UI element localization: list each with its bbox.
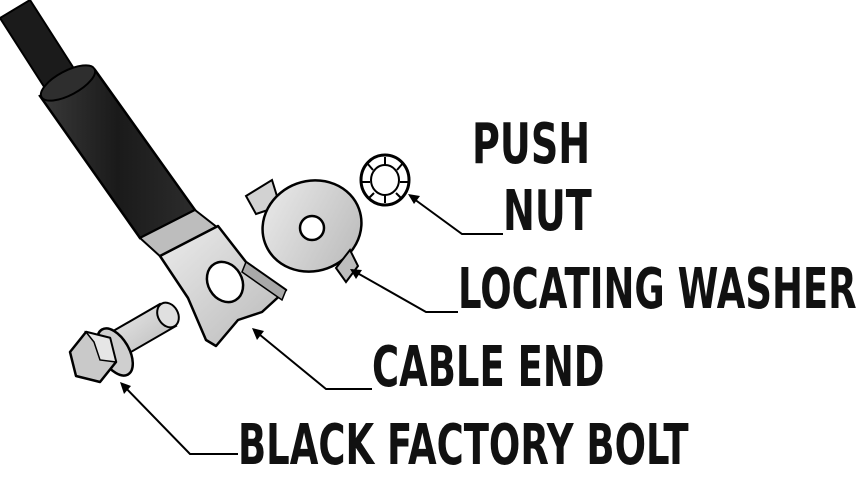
washer-hole	[298, 214, 326, 242]
push-nut-label-line1: PUSH	[472, 112, 591, 177]
push-nut-inner	[370, 164, 400, 196]
leader-arrowheads	[120, 194, 420, 394]
arrowhead-push-nut	[408, 194, 420, 204]
leader-lines	[121, 195, 503, 455]
leader-push-nut	[409, 195, 503, 235]
leader-cable-end	[253, 329, 372, 390]
cable-end-part	[0, 0, 288, 348]
black-factory-bolt-label: BLACK FACTORY BOLT	[238, 413, 689, 478]
push-nut-label-line2: NUT	[503, 179, 592, 244]
cable-sheath-top	[39, 64, 97, 102]
cable-end-hole	[205, 260, 245, 304]
cable-end-label: CABLE END	[372, 335, 605, 400]
cable-end-tab-edge	[241, 260, 287, 302]
leader-factory-bolt	[121, 383, 238, 455]
washer-tab-bottom	[334, 248, 360, 284]
factory-bolt-part	[68, 301, 180, 384]
bolt-tip	[156, 301, 180, 329]
leader-locating-washer	[351, 269, 458, 313]
arrowhead-factory-bolt	[120, 382, 131, 394]
locating-washer-part	[244, 178, 363, 284]
arrowhead-cable-end	[252, 328, 264, 340]
bolt-hex-face	[84, 330, 117, 363]
push-nut-part	[359, 153, 411, 207]
locating-washer-label: LOCATING WASHER	[458, 257, 857, 322]
arrowhead-locating-washer	[350, 269, 362, 279]
